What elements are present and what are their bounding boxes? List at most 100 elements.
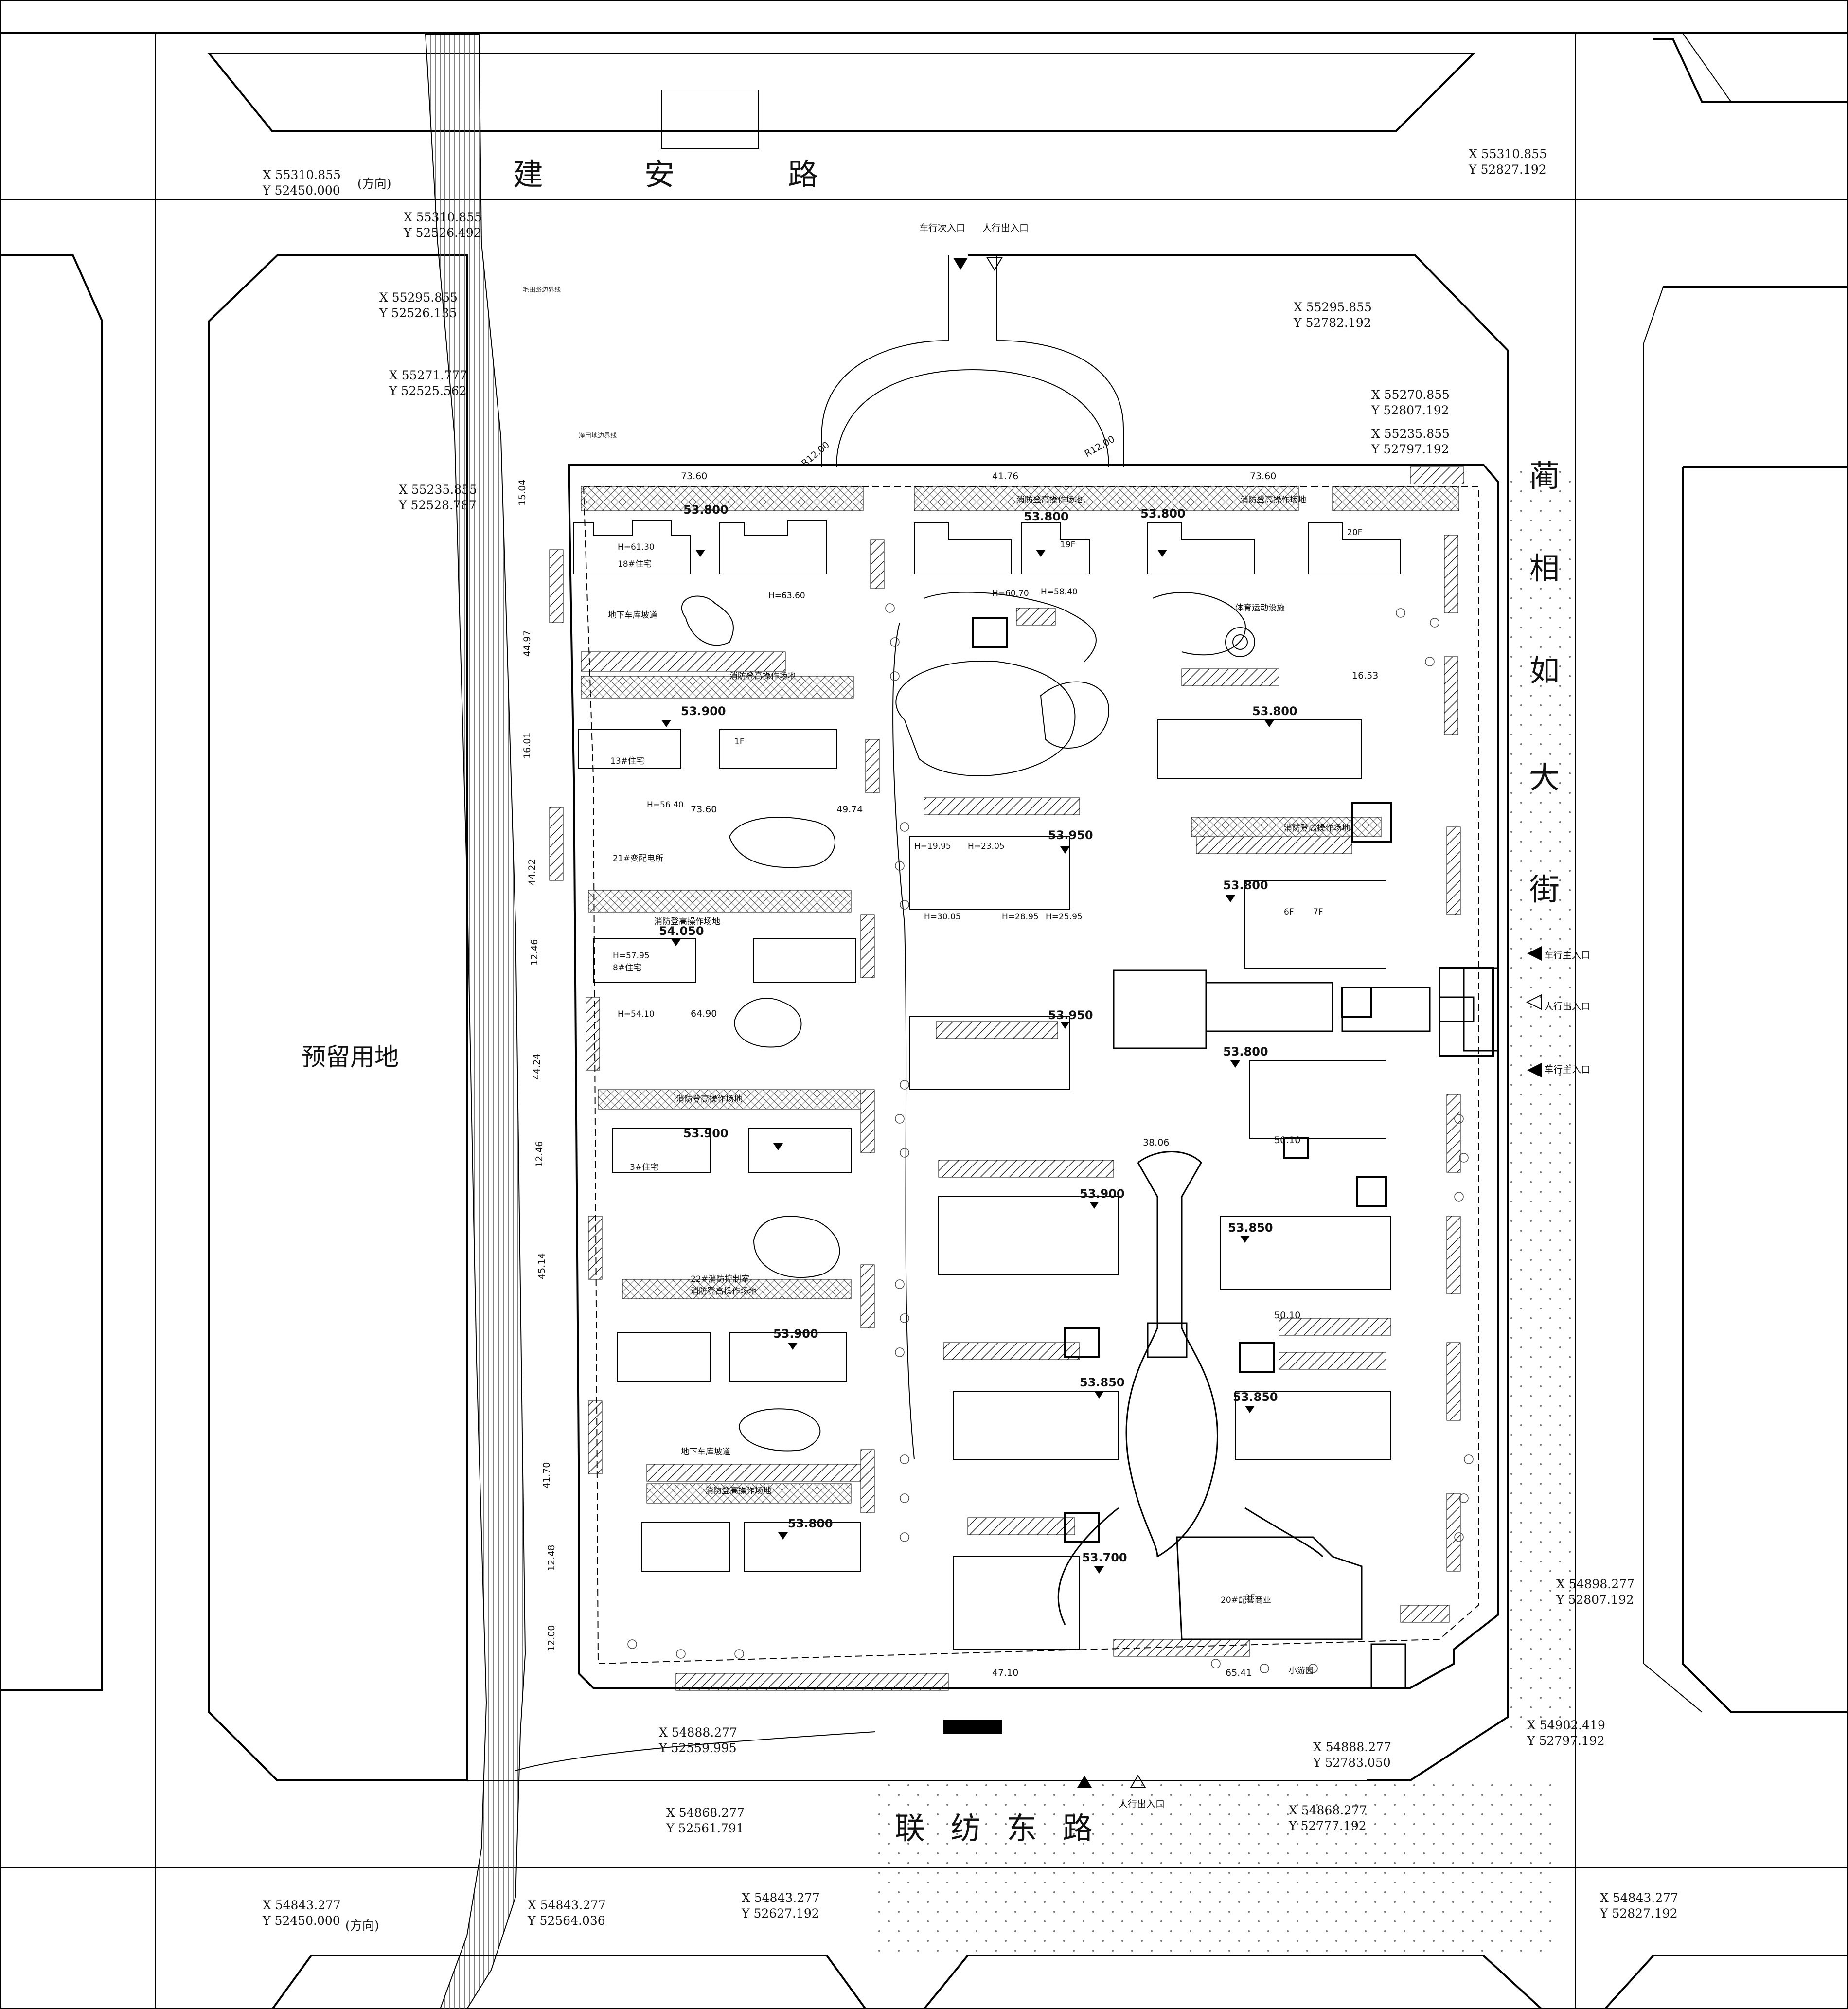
svg-text:19F: 19F bbox=[1060, 540, 1075, 550]
north-block-right-2 bbox=[1682, 33, 1732, 103]
svg-text:X 54843.277: X 54843.277 bbox=[263, 1898, 341, 1912]
svg-text:53.800: 53.800 bbox=[1024, 510, 1069, 523]
svg-text:Y 52564.036: Y 52564.036 bbox=[527, 1914, 605, 1928]
north-small-building bbox=[661, 90, 759, 149]
east-pedestrian-entrance-marker bbox=[1526, 994, 1542, 1010]
svg-text:H=63.60: H=63.60 bbox=[768, 591, 805, 601]
svg-text:X 55235.855: X 55235.855 bbox=[1371, 427, 1450, 441]
north-pedestrian-entrance-label: 人行出入口 bbox=[982, 223, 1029, 233]
svg-text:15.04: 15.04 bbox=[517, 480, 528, 506]
east-vehicle-secondary-marker bbox=[1527, 1063, 1542, 1077]
street-east: 蔺 相 如 大 街 bbox=[1529, 458, 1560, 907]
parking-ramp-label-2: 地下车库坡道 bbox=[681, 1447, 730, 1457]
north-entrance-loop-inner bbox=[836, 369, 1109, 467]
site-boundary bbox=[568, 464, 1499, 1689]
svg-text:X 54898.277: X 54898.277 bbox=[1556, 1577, 1635, 1591]
svg-text:X 55235.855: X 55235.855 bbox=[399, 483, 477, 497]
svg-text:H=28.95: H=28.95 bbox=[1002, 912, 1039, 922]
svg-text:X 55310.855: X 55310.855 bbox=[404, 210, 482, 224]
east-gate bbox=[1439, 967, 1494, 1057]
north-vehicle-entrance-marker bbox=[953, 258, 968, 270]
north-pedestrian-entrance-marker bbox=[986, 257, 1003, 271]
svg-text:53.900: 53.900 bbox=[1080, 1187, 1125, 1201]
svg-text:X 55270.855: X 55270.855 bbox=[1371, 388, 1450, 402]
svg-text:53.800: 53.800 bbox=[788, 1517, 833, 1530]
svg-text:53.900: 53.900 bbox=[683, 1127, 729, 1140]
svg-text:13#住宅: 13#住宅 bbox=[610, 756, 644, 766]
fitness-label: 体育运动设施 bbox=[1235, 603, 1285, 613]
east-vehicle-entrance-marker bbox=[1527, 946, 1542, 961]
svg-text:53.850: 53.850 bbox=[1080, 1376, 1125, 1389]
svg-text:路: 路 bbox=[1063, 1811, 1093, 1846]
svg-text:73.60: 73.60 bbox=[691, 804, 717, 815]
svg-text:3F: 3F bbox=[1245, 1593, 1255, 1603]
south-block-left bbox=[209, 1712, 1367, 1781]
north-vehicle-entrance-label: 车行次入口 bbox=[919, 223, 965, 233]
south-pedestrian-marker bbox=[1130, 1775, 1146, 1788]
svg-text:54.050: 54.050 bbox=[659, 924, 704, 938]
svg-text:东: 东 bbox=[1007, 1811, 1037, 1846]
east-vehicle-secondary-label: 车行主入口 bbox=[1544, 1064, 1590, 1075]
svg-text:65.41: 65.41 bbox=[1226, 1668, 1252, 1678]
svg-text:12.46: 12.46 bbox=[534, 1141, 545, 1167]
west-hatched-strip bbox=[425, 34, 526, 2009]
svg-text:16.53: 16.53 bbox=[1352, 670, 1378, 681]
svg-text:38.06: 38.06 bbox=[1143, 1137, 1169, 1148]
svg-text:Y 52797.192: Y 52797.192 bbox=[1371, 442, 1449, 456]
svg-text:12.46: 12.46 bbox=[529, 939, 540, 966]
garden-label: 小游园 bbox=[1289, 1666, 1314, 1676]
fire-access-label-6: 消防登高操作场地 bbox=[691, 1287, 757, 1296]
svg-text:X 54902.419: X 54902.419 bbox=[1527, 1718, 1605, 1732]
north-block-left bbox=[207, 53, 1476, 132]
central-axis bbox=[1057, 967, 1499, 1625]
svg-text:3#住宅: 3#住宅 bbox=[630, 1163, 658, 1172]
svg-text:安: 安 bbox=[644, 157, 675, 192]
svg-text:6F: 6F bbox=[1284, 907, 1294, 917]
svg-text:1F: 1F bbox=[734, 737, 745, 747]
svg-text:53.800: 53.800 bbox=[683, 503, 729, 517]
svg-text:Y 52807.192: Y 52807.192 bbox=[1556, 1593, 1634, 1607]
svg-text:53.800: 53.800 bbox=[1223, 1045, 1268, 1058]
parking-ramp-label-1: 地下车库坡道 bbox=[608, 610, 657, 620]
svg-text:街: 街 bbox=[1529, 872, 1560, 907]
svg-text:H=19.95: H=19.95 bbox=[914, 842, 951, 851]
southeast-gate bbox=[1370, 1643, 1406, 1689]
pavilions bbox=[972, 617, 1392, 1543]
svg-text:H=25.95: H=25.95 bbox=[1046, 912, 1083, 922]
svg-text:50.10: 50.10 bbox=[1274, 1135, 1300, 1146]
svg-text:Y 52526.135: Y 52526.135 bbox=[379, 306, 457, 320]
elevation-values: 53.800 53.800 53.800 53.900 53.800 53.95… bbox=[659, 503, 1297, 1564]
svg-text:H=60.70: H=60.70 bbox=[992, 589, 1029, 598]
fire-access-label-5: 消防登高操作场地 bbox=[676, 1094, 742, 1104]
east-vehicle-entrance-label: 车行主入口 bbox=[1544, 950, 1590, 961]
building-labels: 18#住宅 13#住宅 8#住宅 3#住宅 1F 3F 6F 7F 19F 20… bbox=[610, 528, 1362, 1603]
svg-text:(方向): (方向) bbox=[357, 177, 391, 191]
svg-text:53.850: 53.850 bbox=[1233, 1390, 1278, 1404]
south-entrance-marker bbox=[1077, 1776, 1092, 1788]
svg-text:53.800: 53.800 bbox=[1223, 879, 1268, 892]
svg-text:22#消防控制室: 22#消防控制室 bbox=[691, 1274, 749, 1284]
svg-text:49.74: 49.74 bbox=[836, 804, 863, 815]
svg-text:73.60: 73.60 bbox=[1250, 471, 1276, 482]
svg-text:12.00: 12.00 bbox=[546, 1625, 557, 1651]
svg-text:Y 52797.192: Y 52797.192 bbox=[1527, 1734, 1605, 1748]
north-entrance-loop bbox=[821, 255, 1124, 467]
reserved-land-label: 预留用地 bbox=[302, 1043, 399, 1071]
east-far-block-2 bbox=[1682, 466, 1848, 1713]
svg-text:50.10: 50.10 bbox=[1274, 1310, 1300, 1321]
horizontal-hatched-bars bbox=[581, 466, 1464, 1691]
svg-text:H=30.05: H=30.05 bbox=[924, 912, 961, 922]
svg-text:53.900: 53.900 bbox=[681, 704, 726, 718]
svg-text:Y 52827.192: Y 52827.192 bbox=[1599, 1906, 1678, 1920]
fire-access-label-4: 消防登高操作场地 bbox=[654, 917, 720, 927]
svg-text:大: 大 bbox=[1529, 760, 1560, 795]
svg-text:Y 52782.192: Y 52782.192 bbox=[1293, 316, 1371, 330]
svg-text:X 55310.855: X 55310.855 bbox=[1469, 147, 1547, 161]
svg-text:X 54868.277: X 54868.277 bbox=[1289, 1803, 1367, 1817]
coordinates: X 55310.855 Y 52450.000 (方向) X 55310.855… bbox=[262, 147, 1678, 1933]
svg-text:41.76: 41.76 bbox=[992, 471, 1018, 482]
street-north: 建 安 路 bbox=[513, 157, 818, 192]
north-block-right bbox=[1653, 38, 1848, 103]
svg-text:X 54888.277: X 54888.277 bbox=[1313, 1740, 1391, 1754]
fire-access-label-3: 消防登高操作场地 bbox=[1240, 495, 1306, 505]
